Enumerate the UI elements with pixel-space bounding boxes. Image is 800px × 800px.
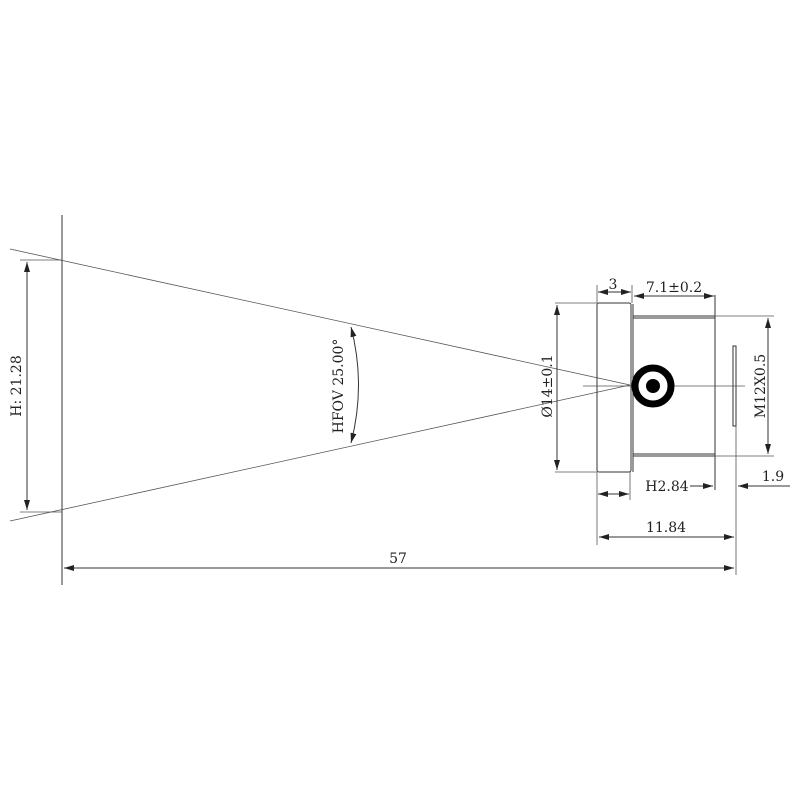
fov-ray-top [9, 248, 631, 386]
hfov-label: HFOV 25.00° [331, 339, 347, 434]
back-label: 1.9 [762, 469, 784, 485]
diameter-label: Ø14±0.1 [540, 354, 556, 417]
thread-label: M12X0.5 [753, 354, 769, 418]
height-label: H: 21.28 [9, 355, 25, 416]
total-length-label: 11.84 [646, 520, 686, 536]
hfov-arc [350, 326, 359, 444]
fov-ray-bottom [9, 384, 631, 522]
field-of-view: H: 21.28 HFOV 25.00° [9, 215, 631, 585]
h-depth-label: H2.84 [645, 479, 688, 495]
flange-label: 3 [609, 277, 618, 293]
dimensions: Ø14±0.1 M12X0.5 3 7.1±0.2 H2.84 1.9 11.8… [64, 277, 790, 575]
lens-flange [596, 302, 632, 473]
lens-body [583, 295, 745, 490]
distance-label: 57 [389, 551, 407, 567]
barrel-label: 7.1±0.2 [646, 280, 702, 296]
